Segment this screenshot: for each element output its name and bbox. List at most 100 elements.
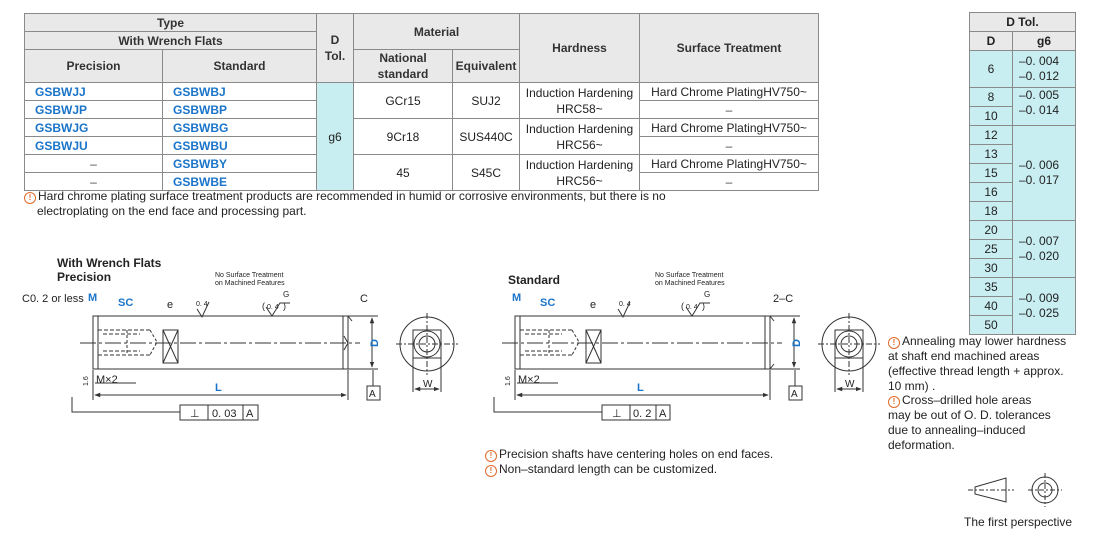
table-row: GSBWJG GSBWBG 9Cr18 SUS440C Induction Ha… xyxy=(24,118,820,155)
dtol-d-value: 13 xyxy=(969,144,1013,164)
header-surface: Surface Treatment xyxy=(639,13,820,83)
dtol-d-value: 25 xyxy=(969,239,1013,259)
drawing-title: Standard xyxy=(508,273,560,287)
cross-line-3: due to annealing–induced xyxy=(888,423,1026,437)
hardness-line-1: Induction Hardening xyxy=(525,85,634,100)
standard-code: GSBWBU xyxy=(162,136,317,155)
dtol-tolerance: –0. 009–0. 025 xyxy=(1012,277,1076,335)
e-label: e xyxy=(590,299,596,311)
precision-code: GSBWJG xyxy=(24,118,163,137)
dtol-tolerance: –0. 007–0. 020 xyxy=(1012,220,1076,278)
tol-lower: –0. 012 xyxy=(1019,69,1060,83)
no-surface-label-2: on Machined Features xyxy=(655,280,725,287)
cross-line-1: Cross–drilled hole areas xyxy=(902,393,1032,407)
datum-a: A xyxy=(369,389,376,400)
header-equivalent: Equivalent xyxy=(451,49,521,83)
tol-lower: –0. 020 xyxy=(1019,249,1060,263)
cross-drilled-note: !Cross–drilled hole areas may be out of … xyxy=(888,393,1051,453)
d-label: D xyxy=(369,339,381,347)
perp-value: 0. 2 xyxy=(633,408,651,420)
dtol-d-value: 15 xyxy=(969,163,1013,183)
annealing-line-4: 10 mm) . xyxy=(888,379,936,393)
dtol-tolerance: –0. 005–0. 014 xyxy=(1012,87,1076,126)
chrome-plating-note: !Hard chrome plating surface treatment p… xyxy=(24,189,666,219)
datum-a: A xyxy=(791,389,798,400)
tol-upper: –0. 005 xyxy=(1019,88,1060,102)
g-label: G xyxy=(283,290,289,299)
header-hardness: Hardness xyxy=(519,13,641,83)
perp-datum: A xyxy=(659,408,667,420)
mx2-label: M×2 xyxy=(518,374,540,386)
drawing-title-1: With Wrench Flats xyxy=(57,256,162,270)
svg-text:(: ( xyxy=(262,301,265,311)
hardness-line-1: Induction Hardening xyxy=(525,121,634,136)
roughness-label-g: 0. 4 xyxy=(267,304,279,311)
sc-label: SC xyxy=(118,297,133,309)
warning-icon: ! xyxy=(485,465,497,477)
precision-shaft-drawing: With Wrench Flats Precision No Surface T… xyxy=(22,256,458,421)
table-row: GSBWJP GSBWBP – xyxy=(24,100,820,119)
w-label: W xyxy=(845,379,855,390)
g-label: G xyxy=(704,290,710,299)
precision-code: – xyxy=(24,172,163,191)
dtol-d-value: 40 xyxy=(969,296,1013,316)
dtol-d-value: 18 xyxy=(969,201,1013,221)
chamfer-label: C0. 2 or less xyxy=(22,293,84,305)
standard-code: GSBWBG xyxy=(162,118,317,137)
first-perspective-label: The first perspective xyxy=(964,515,1072,529)
e-label: e xyxy=(167,299,173,311)
cross-line-4: deformation. xyxy=(888,438,955,452)
tol-lower: –0. 014 xyxy=(1019,103,1060,117)
c-label: 2–C xyxy=(773,293,793,305)
header-standard: Standard xyxy=(162,49,317,83)
header-national: National standard xyxy=(353,49,453,83)
roughness-symbol-g xyxy=(685,302,710,317)
svg-text:): ) xyxy=(283,301,286,311)
perp-value: 0. 03 xyxy=(212,408,236,420)
annealing-line-1: Annealing may lower hardness xyxy=(902,334,1067,348)
precision-code: GSBWJP xyxy=(24,100,163,119)
perp-datum: A xyxy=(246,408,254,420)
warning-icon: ! xyxy=(888,396,900,408)
m-label: M xyxy=(512,292,521,304)
annealing-line-2: at shaft end machined areas xyxy=(888,349,1040,363)
wrench-flat xyxy=(162,329,179,364)
c-label: C xyxy=(360,293,368,305)
surface-treatment: Hard Chrome PlatingHV750~ xyxy=(639,82,820,101)
chrome-note-line-1: Hard chrome plating surface treatment pr… xyxy=(38,189,666,203)
standard-shaft-drawing: Standard No Surface Treatment on Machine… xyxy=(493,272,880,421)
centering-note-text: Precision shafts have centering holes on… xyxy=(499,447,774,461)
dtol-d-value: 50 xyxy=(969,315,1013,335)
roughness-label: 0. 4 xyxy=(619,301,631,308)
surface-treatment: Hard Chrome PlatingHV750~ xyxy=(639,118,820,137)
no-surface-label-1: No Surface Treatment xyxy=(655,272,724,279)
wrench-flat xyxy=(585,329,602,364)
material-equivalent: SUS440C xyxy=(451,118,521,155)
dtol-d-value: 20 xyxy=(969,220,1013,240)
first-perspective-icon xyxy=(968,473,1062,507)
header-with-wrench: With Wrench Flats xyxy=(24,31,317,50)
mx2-label: M×2 xyxy=(96,374,118,386)
hardness-line-2: HRC56~ xyxy=(556,173,603,188)
tol-lower: –0. 025 xyxy=(1019,306,1060,320)
no-surface-label-1: No Surface Treatment xyxy=(215,272,284,279)
hardness-line-1: Induction Hardening xyxy=(525,157,634,172)
l-label: L xyxy=(215,382,222,394)
dtol-table: D Tol. D g6 6 –0. 004–0. 012 8 –0. 005–0… xyxy=(969,12,1076,335)
table-row: GSBWJJ GSBWBJ g6 GCr15 SUJ2 Induction Ha… xyxy=(24,82,820,191)
roughness-label-g: 0. 4 xyxy=(686,304,698,311)
roughness-symbol-g xyxy=(265,302,290,317)
dtol-title: D Tol. xyxy=(969,12,1076,32)
no-surface-label-2: on Machined Features xyxy=(215,280,285,287)
svg-text:(: ( xyxy=(681,301,684,311)
dtol-tolerance: –0. 006–0. 017 xyxy=(1012,125,1076,221)
hardness-line-2: HRC56~ xyxy=(556,137,603,152)
warning-icon: ! xyxy=(485,450,497,462)
dtol-value: g6 xyxy=(316,82,354,191)
tol-upper: –0. 004 xyxy=(1019,54,1060,68)
material-national: GCr15 xyxy=(353,82,453,119)
rough-side: 1.6 xyxy=(83,376,90,386)
